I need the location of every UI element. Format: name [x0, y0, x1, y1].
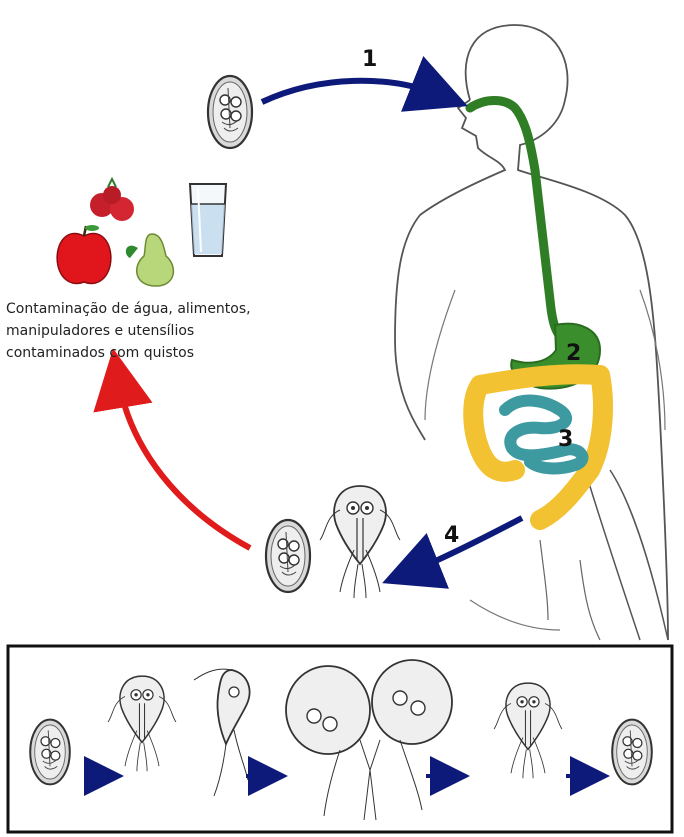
apple-icon: [57, 225, 111, 283]
human-body-outline: [395, 25, 668, 640]
raspberry-icon: [90, 179, 134, 221]
cyst-icon: [30, 720, 70, 785]
step-4-label: 4: [444, 523, 459, 548]
contamination-caption: Contaminação de água, alimentos, manipul…: [6, 298, 306, 364]
caption-line-2: manipuladores e utensílios: [6, 320, 306, 342]
trophozoite-icon: [320, 486, 400, 598]
caption-line-1: Contaminação de água, alimentos,: [6, 298, 306, 320]
esophagus: [470, 101, 565, 341]
pear-icon: [126, 234, 174, 286]
caption-line-3: contaminados com quistos: [6, 342, 306, 364]
cyst-icon: [266, 520, 310, 592]
step-3-label: 3: [558, 427, 573, 452]
cyst-icon: [612, 720, 652, 785]
arrow-excretion: [410, 518, 522, 572]
step-2-label: 2: [566, 341, 581, 366]
water-glass-icon: [190, 184, 226, 256]
arrow-contamination: [118, 378, 250, 548]
step-1-label: 1: [362, 47, 377, 72]
arrow-ingestion: [262, 81, 440, 102]
cyst-icon: [208, 76, 252, 148]
digestive-tract: [470, 101, 603, 521]
